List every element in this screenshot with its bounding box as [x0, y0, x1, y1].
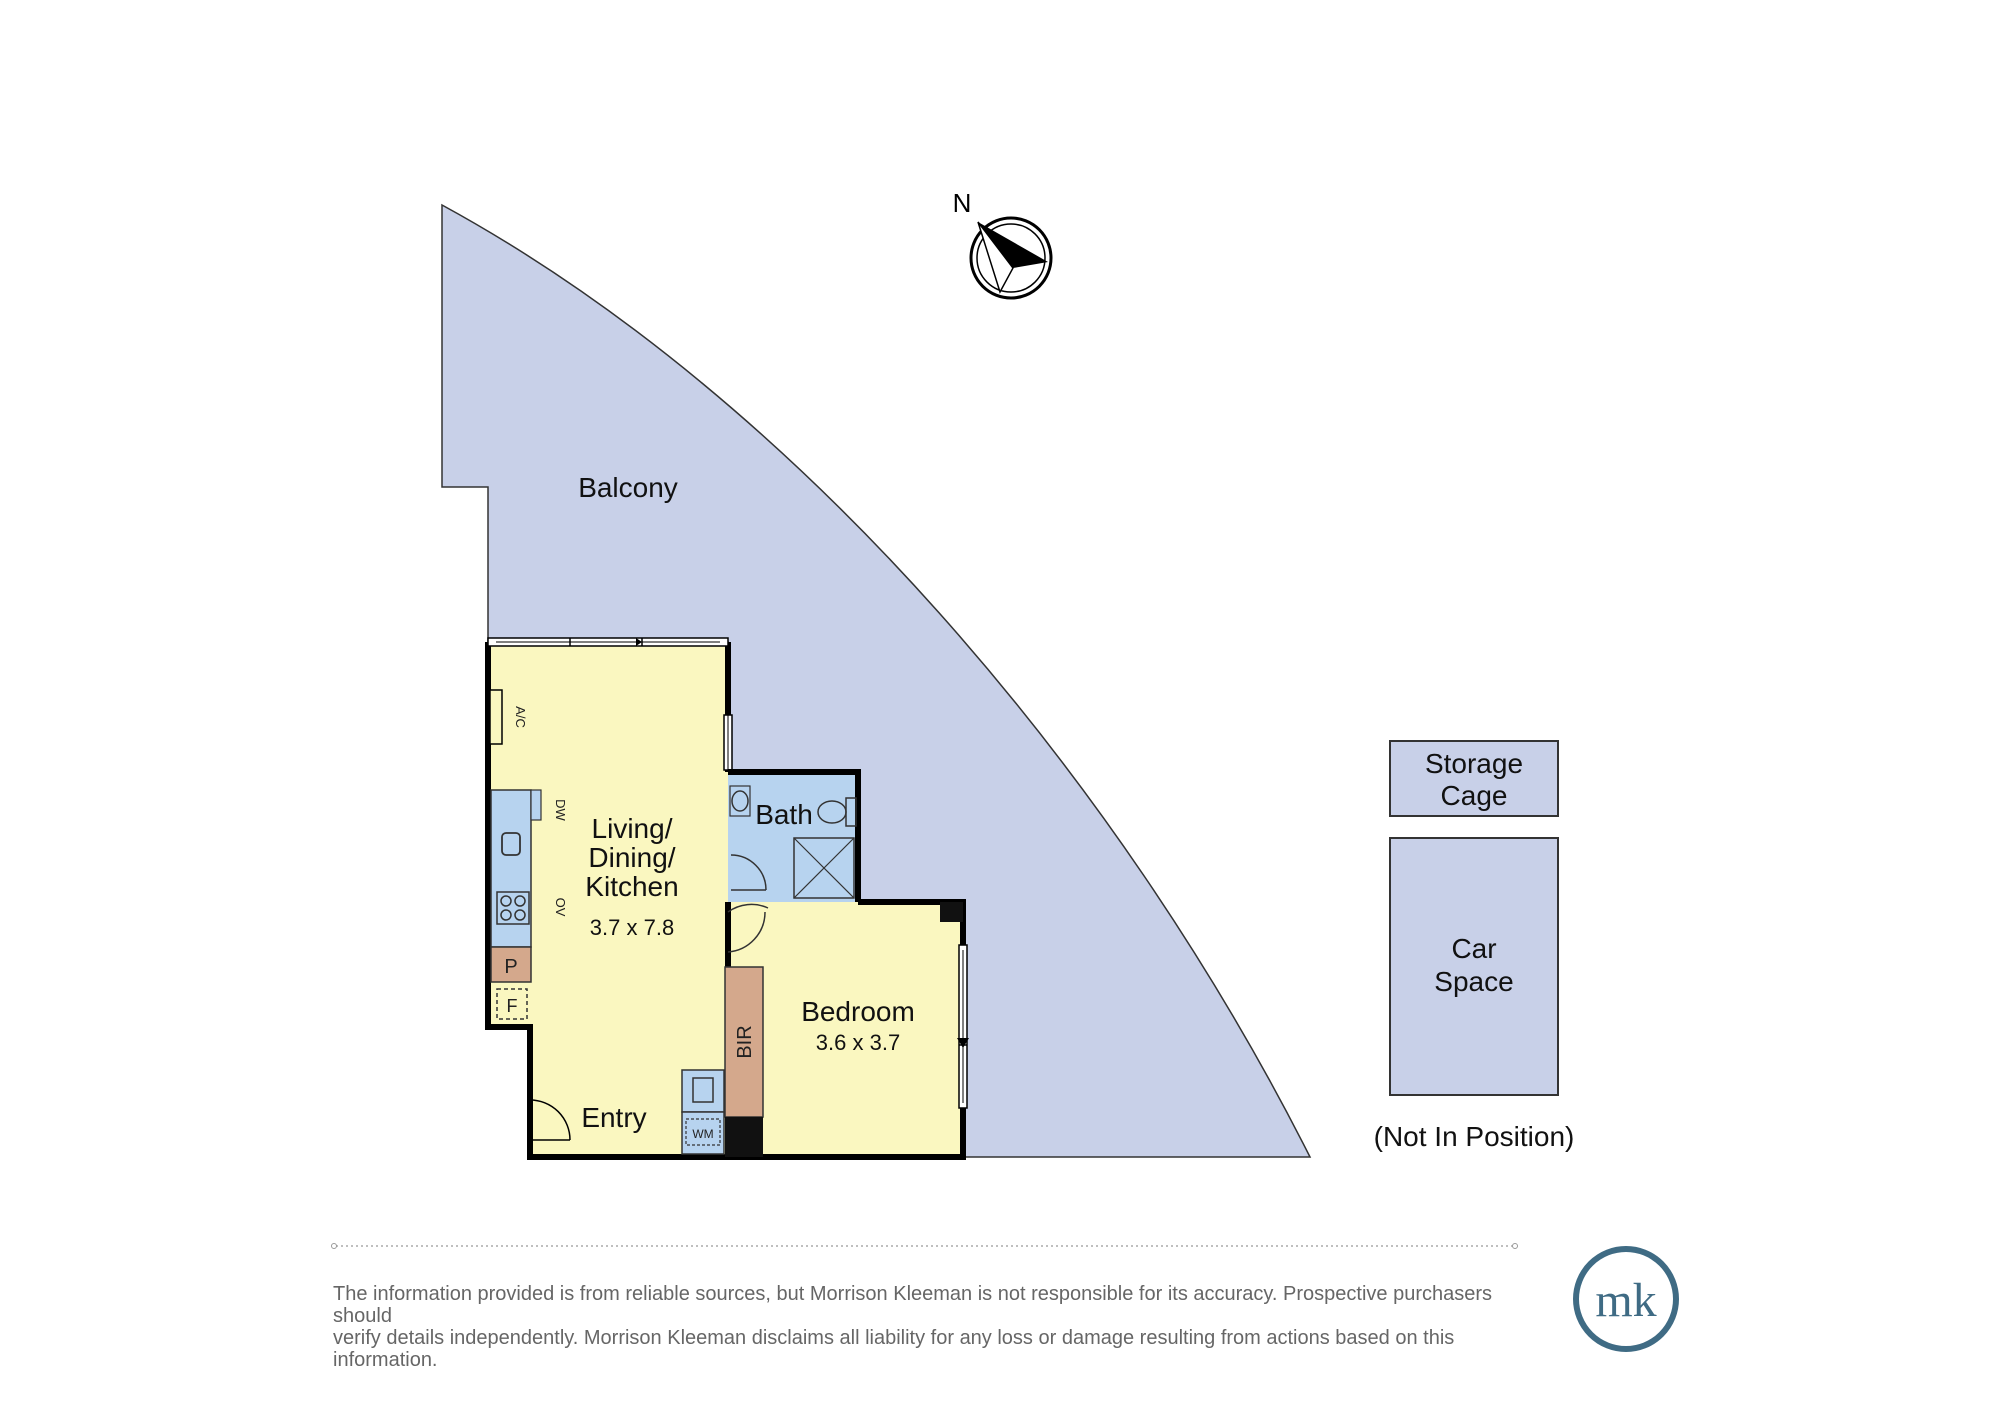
living-dimensions: 3.7 x 7.8: [590, 915, 674, 940]
storage-label-line2: Cage: [1441, 780, 1508, 811]
living-label-line2: Dining/: [588, 842, 675, 873]
not-in-position-note: (Not In Position): [1374, 1121, 1575, 1152]
footer-divider: [331, 1243, 1518, 1249]
ov-label: OV: [553, 898, 568, 917]
bedroom-dimensions: 3.6 x 3.7: [816, 1030, 900, 1055]
car-space: Car Space: [1389, 837, 1559, 1096]
living-side-window: [723, 714, 733, 771]
built-in-robe: BIR: [724, 966, 764, 1118]
disclaimer-line1: The information provided is from reliabl…: [333, 1283, 1493, 1327]
fridge-label: F: [507, 996, 518, 1016]
entry-label: Entry: [581, 1102, 646, 1133]
bath-door: [730, 854, 767, 891]
sliding-door-window: [487, 637, 729, 647]
fridge-space: F: [496, 988, 528, 1020]
sink-icon: [501, 832, 521, 856]
entry-door: [529, 1099, 571, 1141]
bath-label: Bath: [755, 799, 813, 830]
living-dining-kitchen-room: [488, 642, 728, 1157]
balcony-area: [441, 203, 1312, 1158]
pantry-label: P: [504, 956, 517, 978]
structural-column: [940, 902, 963, 922]
compass-north-label: N: [953, 188, 972, 218]
bedroom-window: [957, 944, 969, 1109]
disclaimer-line2: verify details independently. Morrison K…: [333, 1327, 1455, 1371]
bathroom-walls: [728, 769, 861, 902]
balcony-label: Balcony: [578, 472, 678, 503]
morrison-kleeman-logo: mk: [1573, 1246, 1679, 1352]
storage-label-line1: Storage: [1425, 748, 1523, 779]
living-label-line3: Kitchen: [585, 871, 678, 902]
living-label-line1: Living/: [592, 813, 673, 844]
basin-icon: [729, 785, 751, 817]
laundry: WM: [681, 1069, 725, 1155]
pantry: P: [490, 946, 532, 983]
bedroom-label: Bedroom: [801, 996, 915, 1027]
logo-text: mk: [1595, 1274, 1656, 1327]
bedroom-room: [728, 902, 963, 1157]
car-label-line1: Car: [1451, 933, 1496, 964]
cooktop-icon: [496, 891, 530, 925]
air-conditioner: A/C: [489, 689, 528, 745]
bedroom-door: [727, 903, 769, 953]
ac-label: A/C: [513, 706, 528, 728]
toilet-icon: [817, 797, 857, 827]
car-label-line2: Space: [1434, 966, 1513, 997]
kitchen-bench: DW OV: [490, 789, 568, 948]
wm-label: WM: [692, 1127, 713, 1141]
bir-label: BIR: [734, 1025, 756, 1058]
shower-icon: [793, 837, 855, 899]
dw-label: DW: [553, 799, 568, 821]
storage-cage: Storage Cage: [1389, 740, 1559, 817]
disclaimer-text: The information provided is from reliabl…: [333, 1283, 1543, 1371]
robe-column: [725, 1117, 763, 1157]
north-compass-icon: N: [953, 188, 1053, 300]
